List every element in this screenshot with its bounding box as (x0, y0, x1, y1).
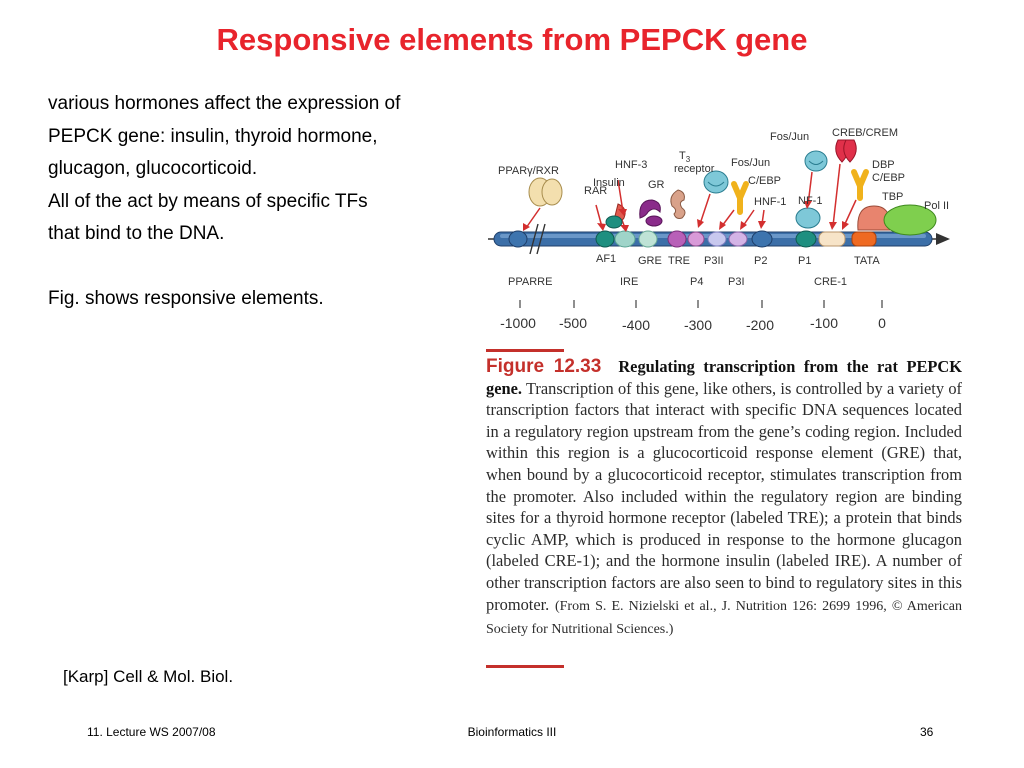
scale-label: -100 (810, 315, 838, 331)
scale-label: -300 (684, 317, 712, 333)
site-tre (667, 230, 687, 248)
label-gre: GRE (638, 255, 662, 267)
label-tbp: TBP (882, 191, 903, 203)
caption-source: (From S. E. Nizielski et al., J. Nutriti… (486, 598, 962, 638)
label-t3-receptor: receptor (674, 163, 715, 175)
creb-crem-factor-icon (829, 139, 857, 230)
site-p3i (728, 231, 748, 247)
label-tata: TATA (854, 255, 880, 267)
label-fos-jun-top: Fos/Jun (770, 131, 809, 143)
body-line: All of the act by means of specific TFs (48, 190, 368, 212)
fos-jun-factor-icon (697, 170, 729, 228)
rar-factor-icon (595, 204, 606, 231)
label-ppar-rxr: PPARγ/RXR (498, 165, 559, 177)
scale-ticks (519, 300, 883, 308)
label-rar: RAR (584, 185, 607, 197)
dbp-cebp-factor-icon (842, 169, 869, 230)
label-dbp: DBP (872, 159, 895, 171)
label-cebp: C/EBP (748, 175, 781, 187)
site-p3ii (707, 231, 727, 247)
hnf3-factor-icon (605, 179, 627, 229)
footer-course: Bioinformatics III (467, 725, 557, 739)
caption-top-rule (486, 349, 564, 352)
label-t3: T3 (679, 150, 691, 164)
label-ire: IRE (620, 276, 638, 288)
label-p3i: P3I (728, 276, 745, 288)
body-line: glucagon, glucocorticoid. (48, 158, 258, 179)
break-mark (536, 223, 546, 255)
footer-lecture: 11. Lecture WS 2007/08 (87, 725, 216, 739)
site-af1 (595, 230, 615, 248)
scale-label: -1000 (500, 315, 536, 331)
ppar-rxr-factor-icon (523, 177, 563, 231)
label-af1: AF1 (596, 253, 616, 265)
label-gr: GR (648, 179, 665, 191)
figure-caption: Figure 12.33 Regulating transcription fr… (486, 356, 962, 641)
caption-bottom-rule (486, 665, 564, 668)
site-pparre (508, 230, 528, 248)
scale-label: -500 (559, 315, 587, 331)
caption-text: Transcription of this gene, like others,… (486, 378, 962, 614)
label-fos-jun: Fos/Jun (731, 157, 770, 169)
t3-receptor-factor-icon (670, 189, 686, 219)
site-p4 (687, 231, 705, 247)
slide-body: various hormones affect the expression o… (48, 88, 488, 315)
body-line: various hormones affect the expression o… (48, 93, 401, 114)
hnf1-factor-icon (740, 209, 766, 230)
label-hnf1: HNF-1 (754, 196, 786, 208)
scale-label: -200 (746, 317, 774, 333)
fos-jun-top-factor-icon (804, 150, 828, 172)
nf1-factor-icon (795, 171, 821, 229)
label-nf1: NF-1 (798, 195, 822, 207)
gr-factor-icon (639, 199, 663, 227)
caption-title: Regulating transcription from the rat PE… (486, 357, 962, 398)
pepck-promoter-diagram: PPARγ/RXR RAR Insulin HNF-3 GR T3 recept… (488, 127, 950, 333)
site-tata (851, 231, 877, 247)
pol-ii-factor-icon (883, 204, 937, 236)
site-gre (638, 230, 658, 248)
site-p1 (795, 230, 817, 248)
label-cebp-right: C/EBP (872, 172, 905, 184)
body-line: PEPCK gene: insulin, thyroid hormone, (48, 125, 378, 147)
citation: [Karp] Cell & Mol. Biol. (63, 667, 234, 686)
figure: PPARγ/RXR RAR Insulin HNF-3 GR T3 recept… (478, 112, 962, 682)
break-mark (529, 223, 539, 255)
label-hnf3: HNF-3 (615, 159, 647, 171)
site-ire (614, 230, 636, 248)
label-cre1: CRE-1 (814, 276, 847, 288)
scale-label: -400 (622, 317, 650, 333)
label-p1: P1 (798, 255, 811, 267)
label-pol-ii: Pol II (924, 200, 949, 212)
site-p2 (751, 230, 773, 248)
footer-page-number: 36 (920, 725, 934, 739)
label-p2: P2 (754, 255, 767, 267)
body-line: that bind to the DNA. (48, 223, 225, 244)
caption-figure-label: Figure 12.33 (486, 356, 602, 377)
label-creb-crem: CREB/CREM (832, 127, 898, 139)
figure-note: Fig. shows responsive elements. (48, 287, 324, 309)
cebp-factor-icon (719, 181, 749, 230)
label-p4: P4 (690, 276, 703, 288)
label-tre: TRE (668, 255, 690, 267)
label-insulin: Insulin (593, 177, 625, 189)
slide-title: Responsive elements from PEPCK gene (216, 22, 808, 57)
label-p3ii: P3II (704, 255, 724, 267)
label-pparre: PPARRE (508, 276, 552, 288)
transcription-arrow-icon (936, 233, 950, 245)
site-cre1 (818, 231, 846, 247)
scale-label: 0 (878, 315, 886, 331)
